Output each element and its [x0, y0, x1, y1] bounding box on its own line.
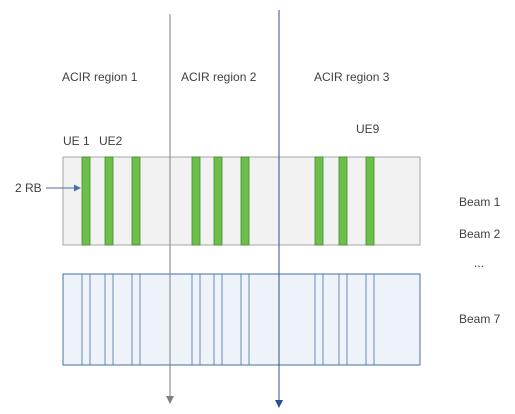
- ue-bar-6: [240, 156, 250, 246]
- beam7-bar-7: [314, 273, 324, 366]
- beam-label-7: Beam 7: [459, 312, 501, 326]
- region-label-1: ACIR region 1: [62, 70, 138, 84]
- ue-bar-9: [365, 156, 375, 246]
- beam7-bar-2: [104, 273, 114, 366]
- ue-label-1: UE 1: [63, 134, 90, 148]
- ue-label-2: UE2: [99, 134, 123, 148]
- ue-bar-1: [81, 156, 91, 246]
- beam7-bar-3: [131, 273, 141, 366]
- region-label-3: ACIR region 3: [314, 70, 390, 84]
- beam7-bar-1: [81, 273, 91, 366]
- beam7-bar-6: [240, 273, 250, 366]
- ue-bar-4: [191, 156, 201, 246]
- beam7-bar-5: [213, 273, 223, 366]
- beam-ellipsis: ...: [474, 256, 485, 270]
- ue-bar-8: [338, 156, 348, 246]
- region-label-2: ACIR region 2: [181, 70, 257, 84]
- ue-bar-5: [213, 156, 223, 246]
- rb-label: 2 RB: [15, 181, 42, 195]
- ue-bar-7: [314, 156, 324, 246]
- ue-bars: [81, 156, 375, 246]
- beam-panel-bottom: [62, 273, 421, 366]
- beam-label-1: Beam 1: [459, 195, 501, 209]
- beam7-bar-4: [191, 273, 201, 366]
- ue-bar-2: [104, 156, 114, 246]
- ue-bar-3: [131, 156, 141, 246]
- beam7-bars: [81, 273, 375, 366]
- ue-label-9: UE9: [356, 122, 380, 136]
- beam-label-2: Beam 2: [459, 227, 501, 241]
- beam7-bar-8: [338, 273, 348, 366]
- beam7-bar-9: [365, 273, 375, 366]
